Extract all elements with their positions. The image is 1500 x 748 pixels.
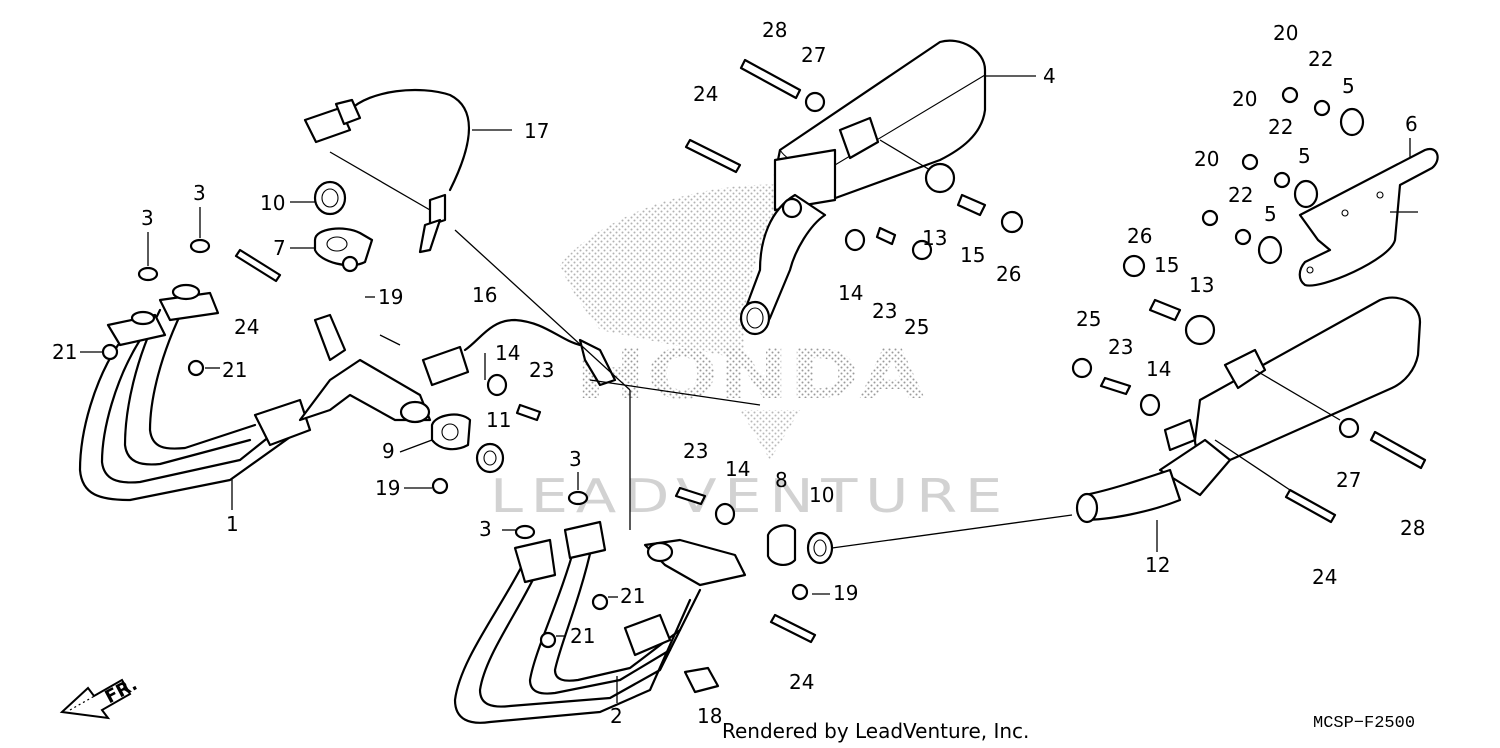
callout-label: 14 (495, 341, 520, 365)
callout-label: 2 (610, 704, 623, 728)
o2-sensor-17[interactable] (303, 88, 471, 254)
honda-wing-watermark (560, 184, 790, 360)
clamp-9 (430, 413, 472, 451)
callout-label: 18 (697, 704, 722, 728)
callout-label: 19 (375, 476, 400, 500)
callout-label: 19 (833, 581, 858, 605)
callout-label: 4 (1043, 64, 1056, 88)
callout-label: 17 (524, 119, 549, 143)
callout-label: 19 (378, 285, 403, 309)
callout-label: 1 (226, 512, 239, 536)
callout-label: 10 (809, 483, 834, 507)
callout-label: 9 (382, 439, 395, 463)
small-parts (313, 180, 834, 694)
callout-label: 21 (570, 624, 595, 648)
clamp-7 (313, 227, 374, 267)
callout-label: 3 (569, 447, 582, 471)
callout-label: 5 (1342, 74, 1355, 98)
exhaust-pipe-upper[interactable] (78, 283, 432, 502)
exhaust-pipe-lower[interactable] (453, 520, 747, 724)
callout-label: 20 (1232, 87, 1257, 111)
callout-label: 5 (1264, 202, 1277, 226)
gasket-11 (475, 442, 505, 474)
callout-label: 3 (193, 181, 206, 205)
callout-label: 14 (1146, 357, 1171, 381)
callout-label: 28 (762, 18, 787, 42)
callout-label: 23 (529, 358, 554, 382)
callout-label: 11 (486, 408, 511, 432)
callout-label: 12 (1145, 553, 1170, 577)
callout-label: 23 (683, 439, 708, 463)
callout-label: 6 (1405, 112, 1418, 136)
callout-label: 24 (789, 670, 814, 694)
callout-label: 27 (1336, 468, 1361, 492)
callout-label: 3 (479, 517, 492, 541)
callout-label: 24 (1312, 565, 1337, 589)
callout-label: 8 (775, 468, 788, 492)
muffler-right[interactable] (1075, 296, 1422, 524)
callout-label: 14 (725, 457, 750, 481)
callout-label: 27 (801, 43, 826, 67)
nut-18 (683, 666, 720, 694)
callout-label: 22 (1308, 47, 1333, 71)
callout-label: 24 (693, 82, 718, 106)
callout-label: 23 (1108, 335, 1133, 359)
clamp-8 (766, 524, 797, 566)
callout-label: 21 (620, 584, 645, 608)
o2-sensor-16[interactable] (421, 318, 617, 387)
front-direction-arrow: FR. (59, 674, 141, 720)
callout-label: 22 (1268, 115, 1293, 139)
callout-label: 16 (472, 283, 497, 307)
callout-label: 7 (273, 236, 286, 260)
callout-label: 15 (1154, 253, 1179, 277)
callout-label: 10 (260, 191, 285, 215)
callout-label: 26 (1127, 224, 1152, 248)
callout-label: 24 (234, 315, 259, 339)
callout-label: 20 (1194, 147, 1219, 171)
muffler-bracket[interactable] (1298, 147, 1439, 287)
callout-label: 13 (922, 226, 947, 250)
callout-label: 21 (222, 358, 247, 382)
callout-label: 28 (1400, 516, 1425, 540)
muffler-left[interactable] (739, 39, 987, 336)
callout-label: 14 (838, 281, 863, 305)
callout-labels: 1 2 3 3 3 3 4 5 5 5 6 7 8 9 10 10 11 12 … (52, 18, 1425, 728)
callout-label: 5 (1298, 144, 1311, 168)
callout-label: 25 (1076, 307, 1101, 331)
callout-label: 25 (904, 315, 929, 339)
callout-label: 3 (141, 206, 154, 230)
callout-label: 23 (872, 299, 897, 323)
callout-label: 26 (996, 262, 1021, 286)
gasket-10-lower (806, 531, 834, 565)
callout-label: 22 (1228, 183, 1253, 207)
diagram-code: MCSP−F2500 (1313, 714, 1415, 733)
callout-label: 13 (1189, 273, 1214, 297)
leader-lines (80, 75, 1418, 703)
fasteners (101, 58, 1427, 649)
rendered-by-credit: Rendered by LeadVenture, Inc. (722, 719, 1029, 743)
gasket-10-upper (313, 180, 347, 216)
front-arrow-icon (59, 678, 132, 720)
callout-label: 21 (52, 340, 77, 364)
callout-label: 20 (1273, 21, 1298, 45)
callout-label: 15 (960, 243, 985, 267)
honda-watermark-text: HONDA (575, 336, 925, 415)
